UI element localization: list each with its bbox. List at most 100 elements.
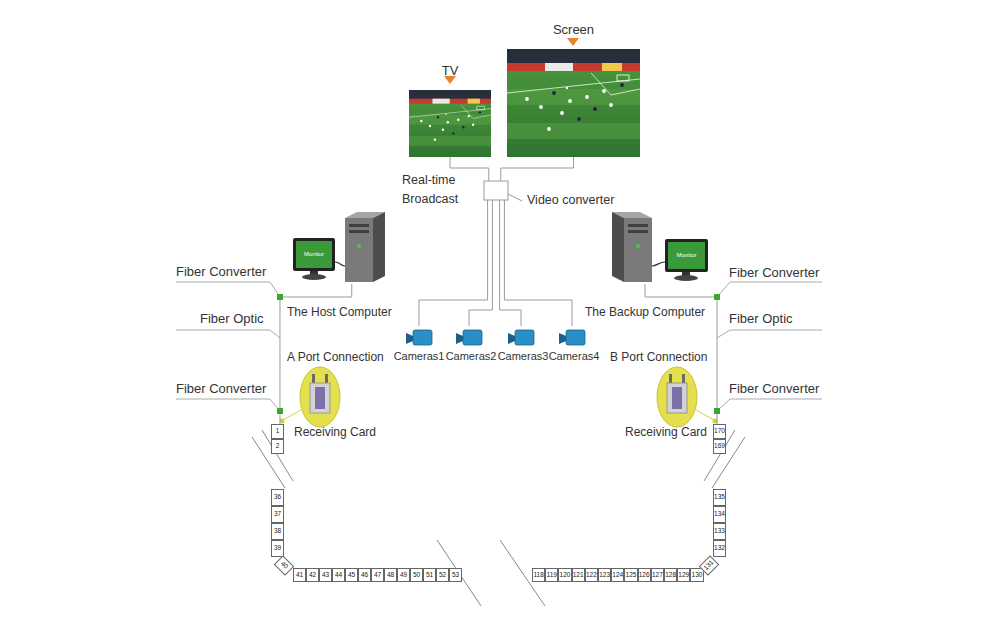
led-cabinet: 1 — [271, 424, 284, 439]
card-outline — [300, 367, 340, 427]
led-cabinet: 2 — [271, 439, 284, 454]
led-cabinet: 124 — [611, 568, 624, 582]
connector-line — [419, 200, 488, 326]
led-cabinet: 40 — [274, 555, 295, 576]
cabinet-number: 169 — [714, 443, 725, 450]
led-cabinet: 120 — [558, 568, 571, 582]
card-lead — [682, 374, 685, 384]
leader-line — [717, 399, 822, 411]
connector-layer — [280, 157, 717, 424]
camera-lens — [456, 333, 463, 344]
camera-icon — [456, 330, 482, 345]
card-lead — [312, 374, 315, 384]
converter-outline — [484, 181, 508, 200]
annotation-label: Fiber Optic — [200, 311, 264, 327]
tower-front — [624, 218, 652, 282]
led-cabinet: 48 — [384, 568, 397, 582]
cabinet-number: 42 — [309, 572, 316, 579]
led-cabinet: 132 — [713, 540, 726, 557]
cabinet-number: 132 — [714, 545, 725, 552]
drive-slot — [628, 224, 648, 227]
cabinet-number: 45 — [348, 572, 355, 579]
monitor-screen — [296, 241, 332, 268]
cabinet-number: 122 — [586, 572, 597, 579]
annotation-label: Fiber Converter — [729, 381, 819, 397]
camera: Cameras2 — [454, 326, 484, 346]
cabinet-number: 170 — [714, 428, 725, 435]
node-label: Cameras2 — [444, 350, 498, 363]
cabinet-number: 39 — [274, 545, 281, 552]
cabinet-number: 133 — [714, 528, 725, 535]
camera-icon — [406, 330, 432, 345]
annotation-label: Fiber Converter — [176, 264, 266, 280]
cabinet-number: 41 — [296, 572, 303, 579]
cable — [335, 262, 345, 266]
node-label: Receiving Card — [294, 425, 376, 439]
node-label: Cameras4 — [547, 350, 601, 363]
annotation-label: Monitor — [300, 251, 328, 258]
led-cabinet: 45 — [345, 568, 358, 582]
monitor-frame — [293, 238, 335, 271]
camera-body — [413, 330, 432, 345]
port-leader — [283, 410, 301, 420]
tower-side — [612, 212, 624, 282]
cabinet-number: 36 — [274, 494, 281, 501]
cabinet-number: 53 — [452, 572, 459, 579]
cabinet-number: 135 — [714, 494, 725, 501]
led-cabinet: 169 — [713, 439, 726, 454]
pointer-triangle — [567, 38, 579, 46]
camera-body — [463, 330, 482, 345]
camera-lens — [559, 333, 566, 344]
drive-slot — [349, 230, 369, 233]
cabinet-number: 44 — [335, 572, 342, 579]
cabinet-number: 38 — [274, 528, 281, 535]
cabinet-number: 37 — [274, 511, 281, 518]
break-mark — [712, 437, 745, 488]
led-cabinet: 36 — [271, 489, 284, 506]
leader-line — [717, 282, 822, 297]
backup-computer: The Backup Computer — [610, 212, 710, 284]
cabinet-number: 52 — [439, 572, 446, 579]
card-lead — [669, 374, 672, 384]
led-cabinet: 134 — [713, 506, 726, 523]
camera-body — [515, 330, 534, 345]
screen-picture — [507, 49, 640, 157]
drive-slot — [349, 224, 369, 227]
node-label: The Host Computer — [287, 305, 392, 319]
led-cabinet: 46 — [358, 568, 371, 582]
cabinet-number: 1 — [276, 428, 280, 435]
led-cabinet: 42 — [306, 568, 319, 582]
led-cabinet: 126 — [638, 568, 651, 582]
camera-lens — [406, 333, 413, 344]
cabinet-number: 46 — [361, 572, 368, 579]
camera-icon — [559, 330, 585, 345]
tower-front — [345, 218, 373, 282]
connector-line — [469, 200, 492, 326]
led-cabinet: 51 — [423, 568, 436, 582]
annotation-label: Fiber Optic — [729, 311, 793, 327]
connector-line — [500, 200, 521, 326]
led-cabinet: 119 — [545, 568, 558, 582]
screen-display: Screen — [507, 49, 640, 157]
card-lead — [325, 374, 328, 384]
connector-line — [450, 157, 489, 181]
host-computer: The Host Computer — [290, 212, 388, 284]
led-cabinet: 53 — [449, 568, 462, 582]
drive-slot — [628, 230, 648, 233]
port-leader — [696, 410, 714, 420]
cabinet-number: 134 — [714, 511, 725, 518]
led-cabinet: 125 — [624, 568, 637, 582]
monitor-screen — [668, 242, 705, 269]
cabinet-number: 118 — [533, 572, 543, 579]
annotation-label: B Port Connection — [610, 350, 707, 364]
fiber-converter-mark — [714, 294, 720, 300]
receiving-card: Receiving Card — [657, 367, 697, 427]
node-label: Receiving Card — [625, 425, 707, 439]
tv-display: TV — [409, 90, 491, 157]
fiber-converter-mark — [714, 408, 720, 414]
camera: Cameras1 — [404, 326, 434, 346]
cabinet-number: 48 — [387, 572, 394, 579]
camera-body — [566, 330, 585, 345]
led-cabinet: 128 — [664, 568, 677, 582]
led-cabinet: 37 — [271, 506, 284, 523]
